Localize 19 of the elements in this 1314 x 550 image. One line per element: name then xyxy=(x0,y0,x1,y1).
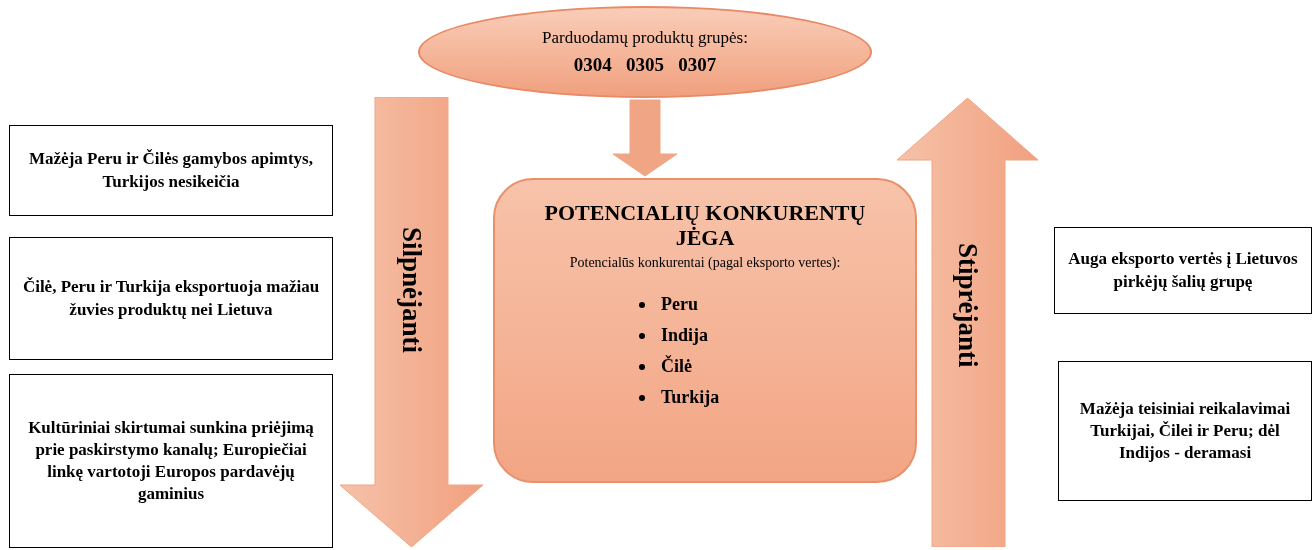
bullet-item: Indija xyxy=(639,322,720,350)
block-arrow xyxy=(612,99,678,177)
bullet-item: Čilė xyxy=(639,353,720,381)
bullet-item: Turkija xyxy=(639,384,720,412)
vertical-label: Silpnėjanti xyxy=(395,227,428,354)
box-subtitle: Potencialūs konkurentai (pagal eksporto vertes): xyxy=(568,254,842,272)
rounded-box xyxy=(493,178,917,483)
text-box: Mažėja teisiniai reikalavimai Turkijai, Čilei ir Peru; dėl Indijos - deramasi xyxy=(1058,361,1312,501)
down-arrow-shape xyxy=(340,97,483,547)
text-box: Čilė, Peru ir Turkija eksportuoja mažiau žuvies produktų nei Lietuva xyxy=(9,237,333,360)
text-box: Mažėja Peru ir Čilės gamybos apimtys, Turkijos nesikeičia xyxy=(9,125,333,216)
ellipse-heading: Parduodamų produktų grupės: xyxy=(542,27,748,49)
bullet-item: Peru xyxy=(639,291,720,319)
text-box: Auga eksporto vertės į Lietuvos pirkėjų šalių grupę xyxy=(1054,227,1312,314)
box-title: POTENCIALIŲ KONKURENTŲ JĖGA xyxy=(543,200,867,251)
product-codes: 0304 0305 0307 xyxy=(573,52,717,77)
vertical-label: Stiprėjanti xyxy=(951,243,984,368)
up-arrow-shape xyxy=(897,98,1038,547)
text-box: Kultūriniai skirtumai sunkina priėjimą prie paskirstymo kanalų; Europiečiai linkę vartotoji Europos pardavėjų gaminius xyxy=(9,374,333,548)
